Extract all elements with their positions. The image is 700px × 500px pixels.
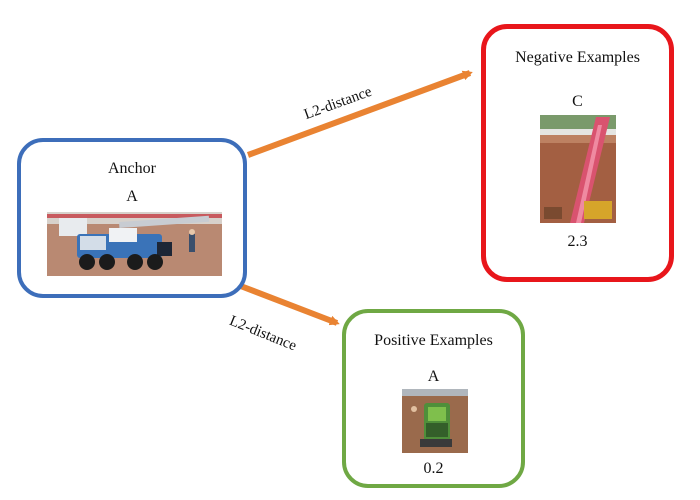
- anchor-title: Anchor: [108, 160, 156, 177]
- positive-distance: 0.2: [423, 460, 444, 477]
- positive-title: Positive Examples: [374, 332, 493, 349]
- anchor-letter: A: [126, 188, 138, 205]
- anchor-box: Anchor A: [17, 138, 247, 298]
- positive-crane-image: [402, 389, 468, 453]
- arrow-to-positive: [236, 282, 340, 326]
- negative-distance: 2.3: [567, 233, 588, 250]
- negative-title: Negative Examples: [515, 49, 640, 66]
- negative-crane-image: [540, 115, 616, 223]
- arrow-to-negative: [246, 70, 473, 158]
- positive-box: Positive Examples A 0.2: [342, 309, 525, 488]
- negative-box: Negative Examples C 2.3: [481, 24, 674, 282]
- positive-letter: A: [427, 368, 440, 385]
- negative-letter: C: [572, 93, 583, 110]
- anchor-crane-image: [47, 212, 222, 276]
